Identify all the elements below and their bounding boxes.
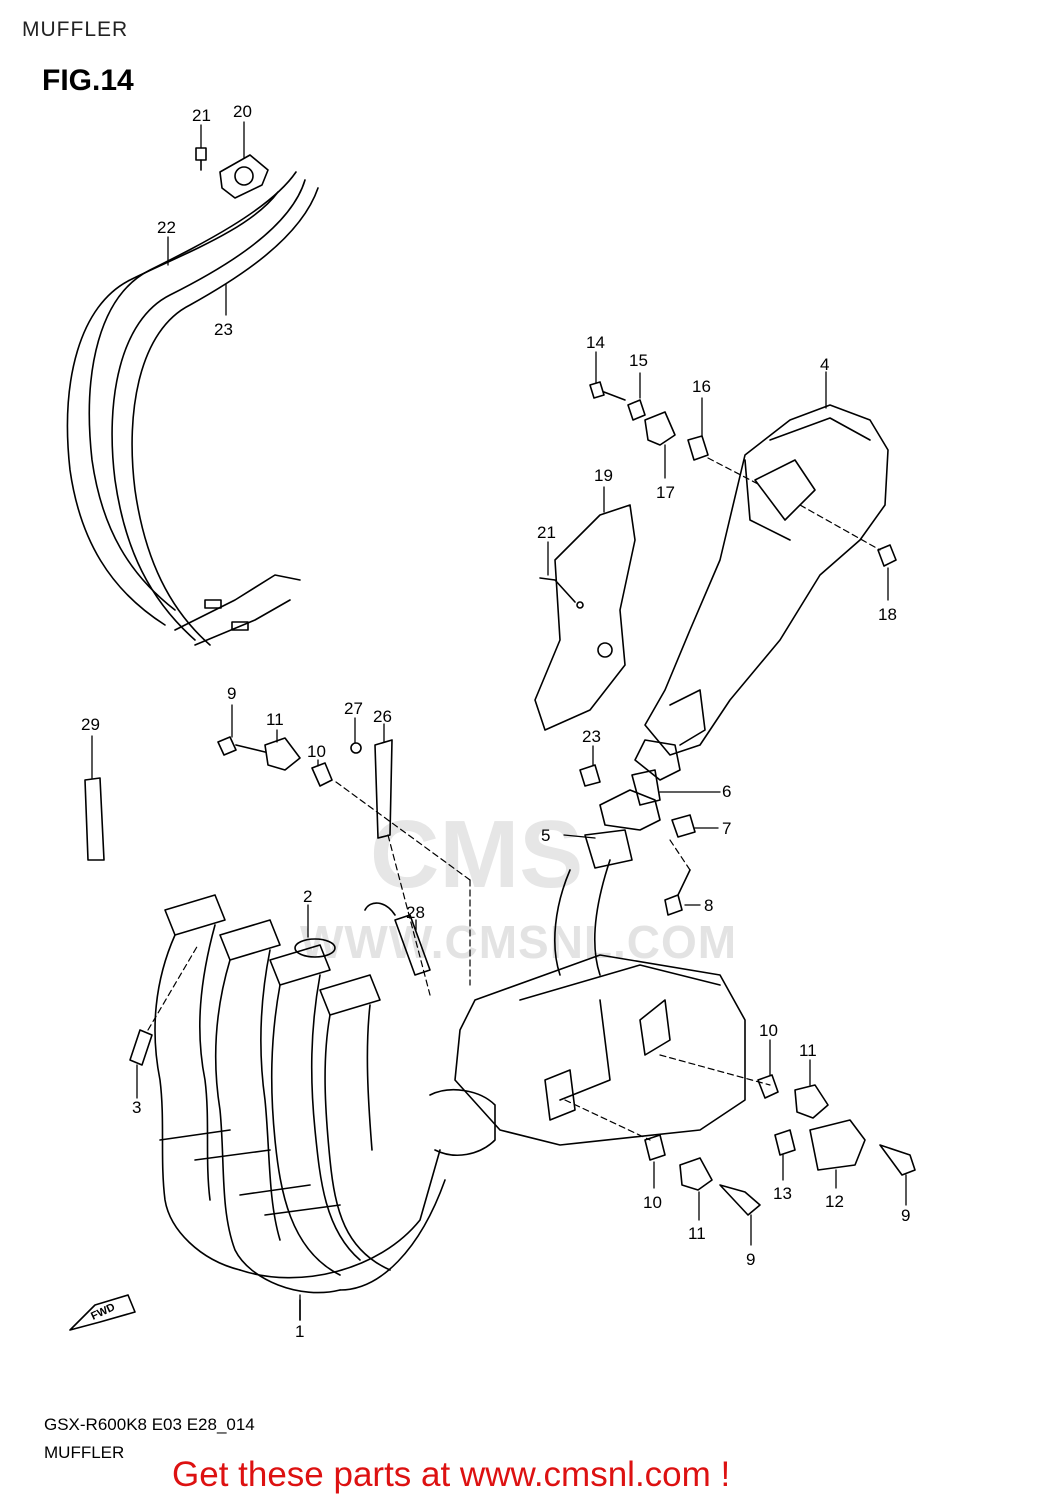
rubber-11	[679, 1157, 713, 1191]
bolt-13	[774, 1129, 796, 1156]
cable-connector	[204, 599, 222, 609]
bolt-7	[671, 814, 696, 838]
leader-lines	[91, 121, 907, 1321]
callout-8: 8	[704, 896, 713, 915]
rubber-11	[264, 737, 301, 771]
callout-10a: 10	[307, 742, 326, 761]
bolt-8	[664, 869, 691, 916]
figure-label: FIG.14	[42, 64, 134, 97]
callout-12: 12	[825, 1192, 844, 1211]
bolt-14	[589, 381, 626, 401]
callout-13: 13	[773, 1184, 792, 1203]
cable-end	[174, 574, 301, 631]
fwd-arrow	[69, 1294, 136, 1331]
callout-5: 5	[541, 826, 550, 845]
bracket-12	[809, 1119, 866, 1171]
chamber	[429, 954, 746, 1156]
callout-10c: 10	[643, 1193, 662, 1212]
callout-10b: 10	[759, 1021, 778, 1040]
callout-2: 2	[303, 887, 312, 906]
callout-11b: 11	[799, 1041, 817, 1060]
assembly-lines	[147, 457, 881, 1141]
exhaust-header-1	[154, 894, 446, 1321]
rubber-17	[644, 411, 676, 446]
callout-7: 7	[722, 819, 731, 838]
gasket-2	[294, 938, 336, 958]
mid-pipe	[554, 859, 611, 976]
rubber-11	[794, 1084, 829, 1119]
servo-pulley-26	[219, 154, 269, 199]
section-title: MUFFLER	[22, 18, 129, 41]
callout-17: 17	[656, 483, 675, 502]
cable-connector	[231, 621, 249, 631]
watermark-logo: CMS	[370, 801, 584, 908]
fwd-label: FWD	[89, 1301, 117, 1322]
callout-18: 18	[878, 605, 897, 624]
callout-11c: 11	[688, 1224, 706, 1243]
cable-23	[111, 179, 319, 646]
collar-10	[644, 1134, 666, 1161]
callout-16: 16	[692, 377, 711, 396]
heat-shield-19	[534, 504, 636, 731]
nut-18	[877, 544, 897, 567]
callout-23: 23	[214, 320, 233, 339]
callout-9c: 9	[746, 1250, 755, 1269]
promo-link[interactable]: Get these parts at www.cmsnl.com !	[172, 1455, 731, 1494]
callout-1: 1	[295, 1322, 304, 1341]
callout-9a: 9	[227, 684, 236, 703]
washer-15	[627, 399, 646, 421]
callout-25: 27	[344, 699, 363, 718]
callout-15: 15	[629, 351, 648, 370]
nut-21	[579, 764, 601, 787]
clamp-6	[599, 789, 661, 831]
collar-10	[311, 762, 333, 787]
bolt-3	[129, 1029, 153, 1066]
nut-25	[350, 742, 362, 754]
collar-16	[687, 435, 709, 461]
bolt-9	[217, 736, 266, 756]
callout-22: 22	[157, 218, 176, 237]
callout-4: 4	[820, 355, 829, 374]
footer-section: MUFFLER	[44, 1443, 125, 1462]
watermark-text: WWW.CMSNL.COM	[300, 916, 738, 968]
model-code: GSX-R600K8 E03 E28_014	[44, 1415, 255, 1434]
callout-24: 26	[373, 707, 392, 726]
callout-27: 21	[192, 106, 211, 125]
callout-29: 29	[81, 715, 100, 734]
cable-end	[194, 599, 291, 646]
bracket-24	[374, 739, 393, 839]
callout-28: 28	[406, 903, 425, 922]
o2-sensor-28	[364, 902, 431, 976]
callout-21: 23	[582, 727, 601, 746]
callout-6: 6	[722, 782, 731, 801]
callout-14: 14	[586, 333, 605, 352]
callout-3: 3	[132, 1098, 141, 1117]
cable-22	[66, 171, 297, 626]
callout-11a: 11	[266, 710, 284, 729]
bolt-9	[879, 1144, 916, 1176]
callout-9b: 9	[901, 1206, 910, 1225]
bolt-9	[719, 1184, 761, 1216]
bolt-27	[195, 147, 207, 171]
muffler-4	[631, 404, 889, 806]
bolt-20	[539, 577, 576, 603]
gasket-5	[584, 829, 633, 869]
callout-20: 21	[537, 523, 556, 542]
callout-26: 20	[233, 102, 252, 121]
callout-19: 19	[594, 466, 613, 485]
collar-10	[757, 1074, 779, 1099]
hanger-29	[84, 777, 105, 861]
